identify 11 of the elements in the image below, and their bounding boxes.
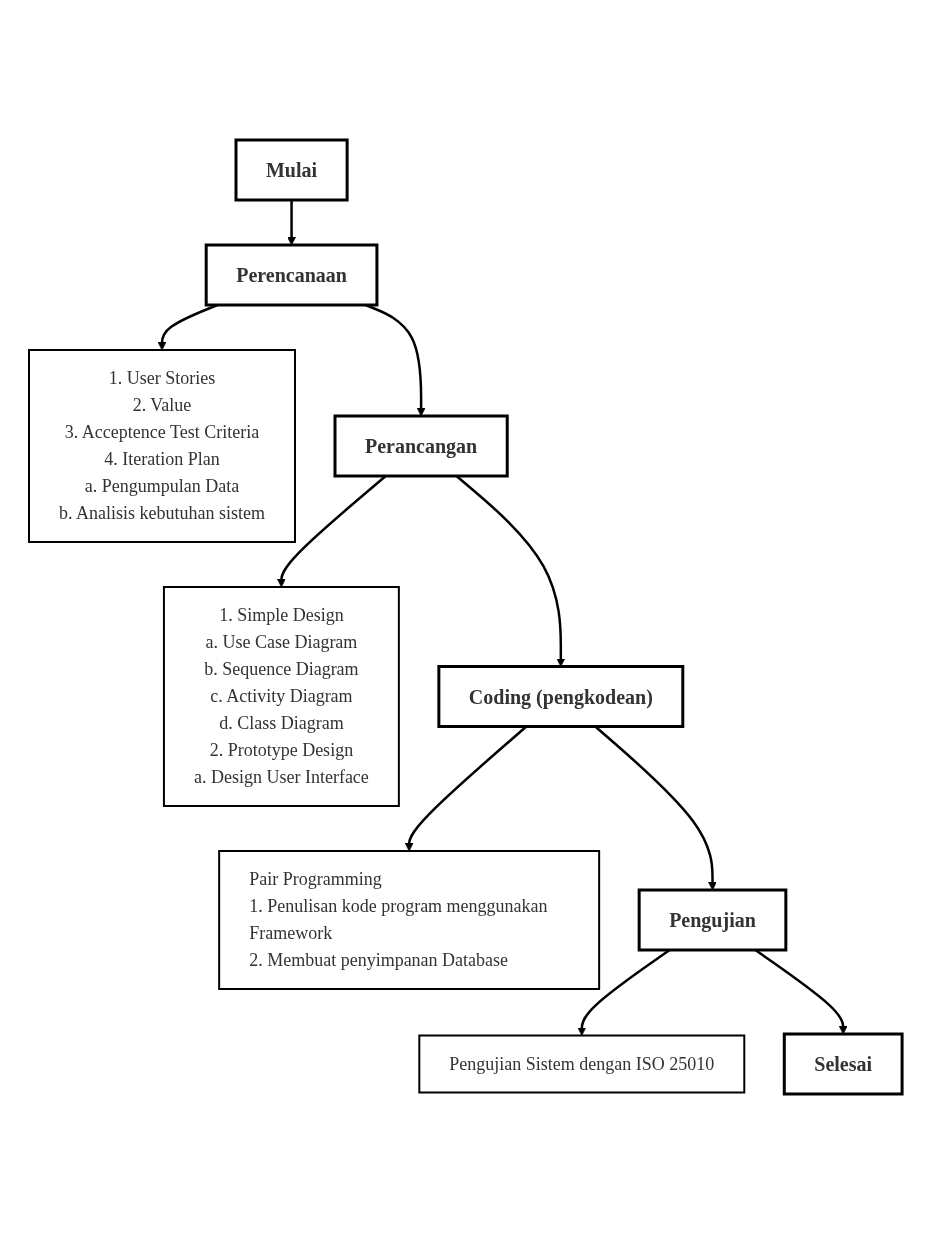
node-box: Pengujian bbox=[637, 888, 788, 951]
node-box: Selesai bbox=[782, 1032, 904, 1095]
node-box: Pengujian Sistem dengan ISO 25010 bbox=[418, 1034, 746, 1093]
arrow bbox=[287, 199, 296, 245]
node-box: 1. User Stories 2. Value 3. Acceptence Test Criteria 4. Iteration Plan a. Pengumpulan Data b. Analisis kebutuhan sistem bbox=[27, 348, 296, 543]
node-box: Mulai bbox=[234, 138, 349, 201]
node-box: Perancangan bbox=[333, 414, 509, 477]
node-box: 1. Simple Design a. Use Case Diagram b. Sequence Diagram c. Activity Diagram d. Class Diagram 2. Prototype Design a. Design User Interface bbox=[162, 585, 400, 807]
node-box: Coding (pengkodean) bbox=[437, 664, 685, 728]
node-box: Pair Programming 1. Penulisan kode program menggunakan Framework 2. Membuat penyimpanan Database bbox=[218, 849, 601, 990]
node-box: Perencanaan bbox=[204, 243, 379, 306]
